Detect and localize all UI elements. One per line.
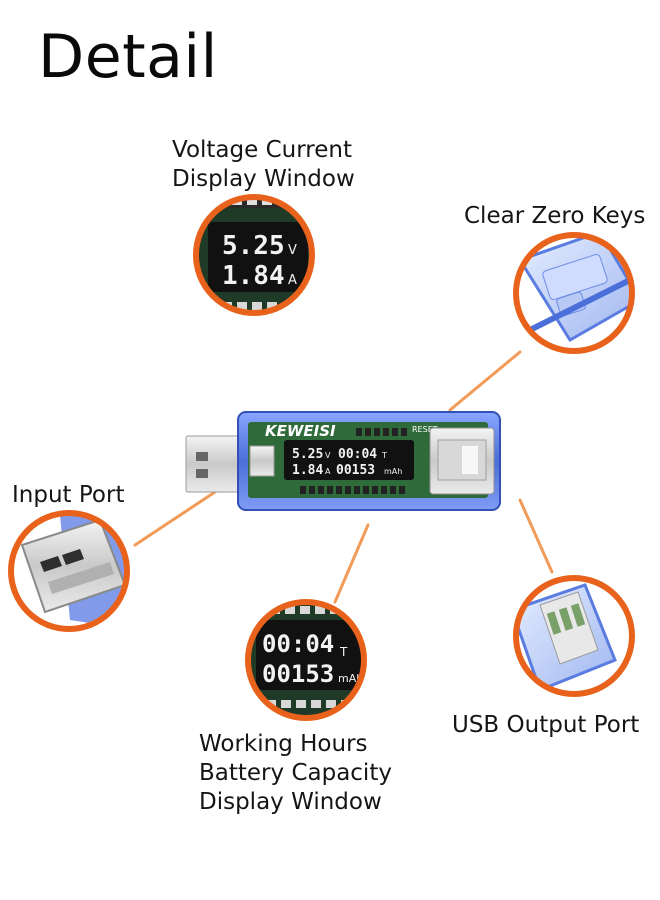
zoom-time-unit: T — [339, 645, 348, 659]
usb-tester-device: KEWEISI RESET 5.25 V 00:04 T 1.84 A 0015… — [185, 411, 501, 511]
zoom-current-unit: A — [288, 273, 297, 288]
zoom-ring — [193, 194, 315, 316]
connector-line-input-port — [133, 490, 217, 547]
label-working-hours: Working Hours Battery Capacity Display W… — [199, 730, 392, 817]
connector-lines — [133, 350, 554, 604]
device-capacity: 00153 — [336, 463, 375, 478]
device-lcd — [284, 440, 414, 480]
label-line: Working Hours — [199, 731, 368, 757]
zoom-current-value: 1.84 — [222, 261, 285, 291]
label-line: USB Output Port — [452, 712, 640, 738]
zoom-voltage-value: 5.25 — [222, 231, 285, 261]
connector-line-clear-zero — [448, 350, 522, 412]
brand-label: KEWEISI — [265, 422, 336, 440]
device-time: 00:04 — [338, 447, 377, 462]
device-time-unit: T — [381, 451, 387, 460]
zoom-voltage-unit: V — [288, 243, 297, 258]
reset-label: RESET — [412, 425, 438, 434]
label-line: Input Port — [12, 482, 125, 508]
device-capacity-unit: mAh — [384, 467, 402, 476]
page-title: Detail — [38, 22, 218, 92]
usb-plug-shell — [185, 435, 245, 493]
label-usb-output-port: USB Output Port — [452, 711, 639, 740]
label-line: Battery Capacity — [199, 760, 392, 786]
connector-line-usb-output — [518, 498, 554, 574]
zoom-input-port — [8, 510, 130, 632]
label-line: Voltage Current — [172, 137, 352, 163]
label-line: Clear Zero Keys — [464, 203, 646, 229]
label-clear-zero-keys: Clear Zero Keys — [464, 202, 645, 231]
zoom-capacity-value: 00153 — [262, 660, 334, 688]
zoom-ring — [245, 599, 367, 721]
label-line: Display Window — [172, 166, 355, 192]
device-current: 1.84 — [292, 463, 323, 478]
zoom-time-value: 00:04 — [262, 630, 334, 658]
label-input-port: Input Port — [12, 481, 124, 510]
label-voltage-current: Voltage Current Display Window — [172, 136, 355, 194]
zoom-usb-output — [513, 575, 635, 697]
device-current-unit: A — [325, 467, 331, 476]
zoom-ring — [513, 232, 635, 354]
zoom-ring — [513, 575, 635, 697]
zoom-ring — [8, 510, 130, 632]
zoom-voltage-current: 5.25 V 1.84 A — [193, 194, 315, 316]
zoom-working-hours: 00:04 T 00153 mAh — [245, 599, 367, 721]
label-line: Display Window — [199, 789, 382, 815]
connector-line-working-hours — [333, 523, 370, 604]
zoom-clear-zero-keys — [513, 232, 635, 354]
device-voltage: 5.25 — [292, 447, 323, 462]
device-voltage-unit: V — [325, 451, 331, 460]
